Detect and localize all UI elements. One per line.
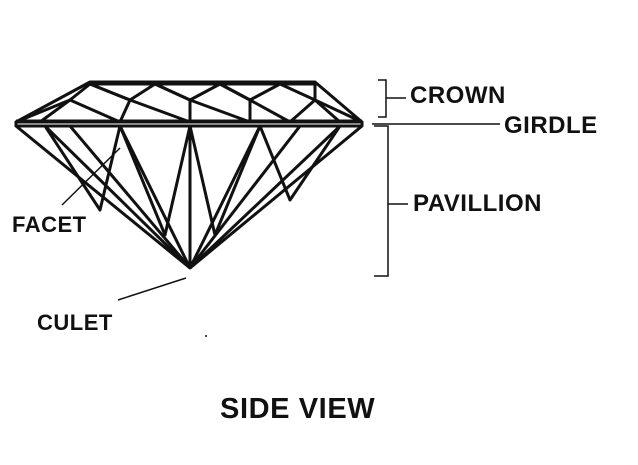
pavilion-bracket xyxy=(374,125,389,277)
culet-label: CULET xyxy=(37,310,113,335)
diamond-crown xyxy=(14,80,364,124)
culet-pointer xyxy=(117,277,187,301)
diagram-title: SIDE VIEW xyxy=(220,393,376,425)
crown-facets-lower xyxy=(39,98,341,124)
facet-label: FACET xyxy=(12,212,87,237)
crown-facets-zigzag xyxy=(15,82,363,124)
girdle-label: GIRDLE xyxy=(504,112,598,139)
diamond-pavilion xyxy=(14,124,364,270)
crown-label: CROWN xyxy=(410,82,506,109)
facet-pointer xyxy=(61,147,121,206)
crown-bracket xyxy=(378,79,387,118)
pavilion-label: PAVILLION xyxy=(413,190,542,217)
annotation-lines xyxy=(61,79,500,301)
